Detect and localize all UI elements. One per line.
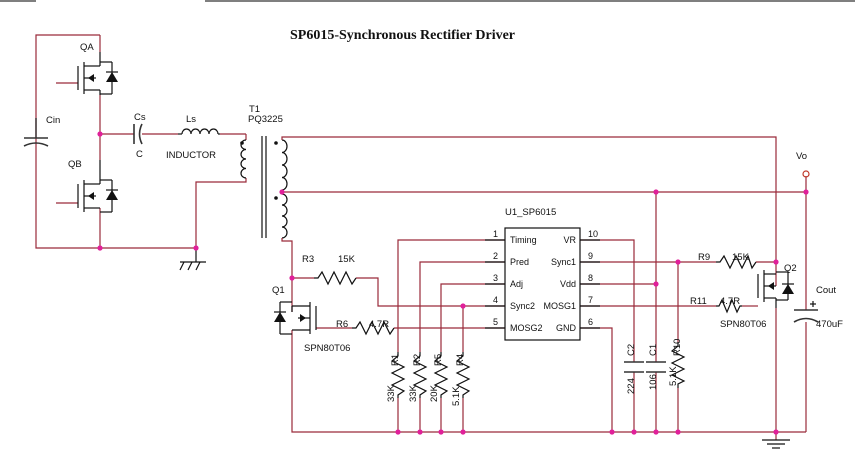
qb-label: QB — [68, 159, 82, 170]
vo-label: Vo — [796, 151, 807, 162]
cout-value-label: 470uF — [816, 319, 843, 330]
r3-value-label: 15K — [338, 254, 356, 265]
q1-mosfet — [274, 301, 317, 335]
r6-value-label: 4.7R — [369, 319, 389, 330]
r11-ref-label: R11 — [690, 296, 707, 307]
c2-ref-label: C2 — [626, 344, 637, 356]
r2-value-label: 33K — [408, 384, 419, 402]
r6-resistor — [352, 320, 395, 336]
ic-pin-number: 6 — [588, 317, 593, 327]
ic-pin-number: 7 — [588, 295, 593, 305]
cs-capacitor — [133, 123, 143, 145]
secondary-wiring — [281, 136, 807, 440]
c1-value-label: 106 — [648, 374, 659, 390]
ic-pin-name: GND — [556, 323, 577, 333]
ic-pin-number: 2 — [493, 251, 498, 261]
ic-pin-number: 3 — [493, 273, 498, 283]
r2-ref-label: R2 — [412, 354, 423, 366]
secondary-ground-symbol — [762, 439, 790, 449]
vo-terminal — [802, 170, 810, 178]
inductor-label: INDUCTOR — [166, 150, 216, 161]
r6-ref-label: R6 — [336, 319, 348, 330]
qa-mosfet — [77, 52, 118, 95]
ic-pin-name: MOSG1 — [543, 301, 576, 311]
q2-part-label: SPN80T06 — [720, 319, 766, 330]
r10-ref-label: R10 — [672, 339, 683, 356]
ic-pin-name: Timing — [510, 235, 537, 245]
primary-ground-symbol — [179, 248, 206, 271]
c2-capacitor — [624, 361, 644, 373]
r3-resistor — [314, 270, 357, 286]
ic-pin-name: VR — [563, 235, 576, 245]
r4-value-label: 5.1K — [451, 386, 462, 406]
r3-ref-label: R3 — [302, 254, 314, 265]
qa-label: QA — [80, 42, 94, 53]
ic-pin-number: 8 — [588, 273, 593, 283]
cout-capacitor — [793, 301, 819, 323]
r5-value-label: 20K — [429, 384, 440, 402]
r1-resistor — [390, 352, 406, 398]
r9-value-label: 15K — [732, 252, 750, 263]
r5-ref-label: R5 — [433, 354, 444, 366]
r11-value-label: 4.7R — [720, 296, 740, 307]
u1-ic-body — [504, 227, 581, 341]
r4-resistor — [455, 352, 471, 398]
q1-label: Q1 — [272, 285, 285, 296]
ic-pin-number: 4 — [493, 295, 498, 305]
r10-resistor — [670, 342, 686, 388]
u1-label: U1_SP6015 — [505, 207, 556, 218]
transformer-t1 — [240, 136, 288, 239]
r9-ref-label: R9 — [698, 252, 710, 263]
r2-resistor — [412, 352, 428, 398]
r9-resistor — [716, 254, 757, 270]
q2-label: Q2 — [784, 263, 797, 274]
ls-label: Ls — [186, 114, 196, 125]
ic-pin-name: Sync2 — [510, 301, 535, 311]
ic-pin-name: Sync1 — [551, 257, 576, 267]
r10-value-label: 5.1K — [668, 366, 679, 386]
ic-pin-name: Vdd — [560, 279, 576, 289]
ic-pin-number: 9 — [588, 251, 593, 261]
q2-mosfet — [757, 270, 794, 308]
c-label: C — [136, 149, 143, 160]
ic-left-pins — [485, 239, 505, 329]
junction-dots — [279, 189, 809, 435]
qb-mosfet — [77, 160, 118, 213]
c1-ref-label: C1 — [648, 344, 659, 356]
c1-capacitor — [646, 361, 666, 373]
r1-ref-label: R1 — [390, 354, 401, 366]
ic-pin-name: Adj — [510, 279, 523, 289]
ic-pin-number: 1 — [493, 229, 498, 239]
cin-capacitor — [23, 118, 49, 147]
ic-pin-name: MOSG2 — [510, 323, 543, 333]
pq-label: PQ3225 — [248, 114, 283, 125]
ic-right-pins — [580, 239, 600, 329]
c2-value-label: 224 — [626, 378, 637, 394]
ls-inductor — [178, 128, 220, 135]
diagram-title: SP6015-Synchronous Rectifier Driver — [290, 28, 515, 43]
r5-resistor — [433, 352, 449, 398]
primary-wiring — [35, 34, 247, 249]
cin-label: Cin — [46, 115, 60, 126]
ic-pin-number: 10 — [588, 229, 598, 239]
junction-dot — [97, 245, 103, 251]
q1-part-label: SPN80T06 — [304, 343, 350, 354]
ic-pin-number: 5 — [493, 317, 498, 327]
r4-ref-label: R4 — [455, 354, 466, 366]
t1-label: T1 — [249, 104, 260, 115]
cout-label: Cout — [816, 285, 836, 296]
r1-value-label: 33K — [386, 384, 397, 402]
ic-pin-name: Pred — [510, 257, 529, 267]
cs-label: Cs — [134, 112, 146, 123]
junction-dot — [97, 131, 103, 137]
r11-resistor — [716, 298, 742, 314]
junction-dot — [193, 245, 199, 251]
